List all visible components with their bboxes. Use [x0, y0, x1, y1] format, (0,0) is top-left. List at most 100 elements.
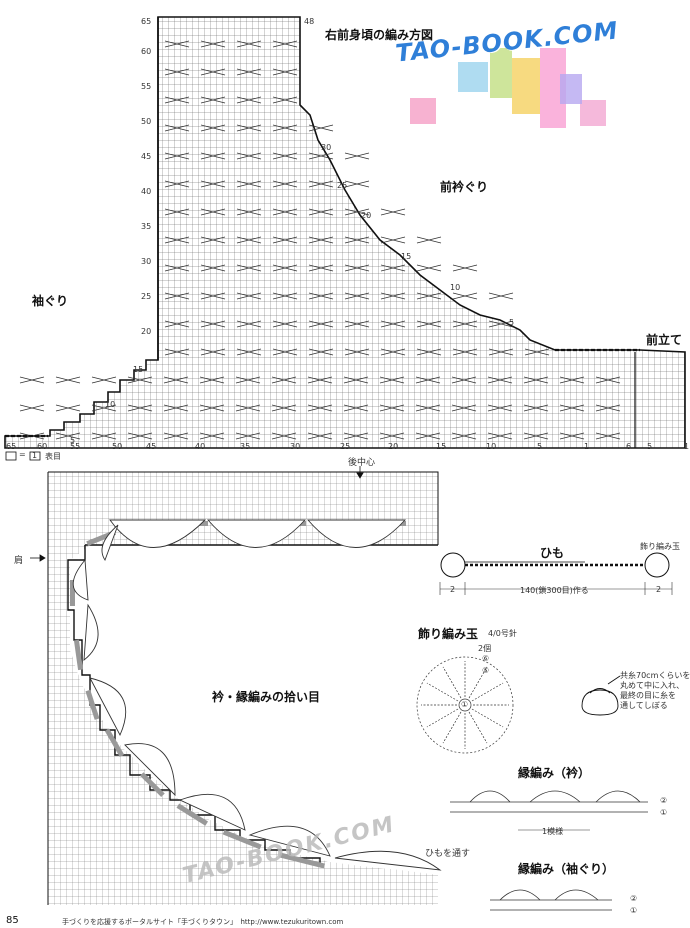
legend-symbol: 1	[32, 451, 38, 460]
stitch-num-8: 25	[340, 442, 351, 451]
row-num-left-8: 25	[141, 292, 152, 301]
cable-cross-mark	[200, 40, 226, 48]
edging-armhole-row2: ②	[630, 894, 638, 903]
ornament-note-4: 通してしぼる	[620, 701, 668, 710]
cable-cross-mark	[344, 180, 370, 188]
cable-cross-mark	[164, 68, 190, 76]
cable-cross-mark	[200, 68, 226, 76]
neckline-label: 前衿ぐり	[440, 180, 489, 194]
cable-cross-mark	[452, 292, 478, 300]
cable-cross-mark	[164, 236, 190, 244]
cable-cross-mark	[127, 404, 153, 412]
cable-cross-mark	[164, 40, 190, 48]
cable-cross-mark	[523, 404, 549, 412]
cable-cross-mark	[308, 124, 334, 132]
stitch-num-0: 65	[6, 442, 17, 451]
cable-cross-mark	[344, 264, 370, 272]
cable-cross-mark	[200, 180, 226, 188]
himo-dim-right: 2	[656, 585, 662, 594]
cable-cross-mark	[164, 208, 190, 216]
cable-cross-mark	[235, 376, 261, 384]
row-num-right-6: 5	[509, 318, 515, 327]
cable-cross-mark	[307, 432, 333, 440]
page-number: 85	[6, 915, 19, 926]
stitch-num-9: 20	[388, 442, 399, 451]
cable-cross-mark	[344, 320, 370, 328]
cable-cross-mark	[272, 348, 298, 356]
cable-cross-mark	[272, 96, 298, 104]
watermark-logo	[410, 48, 606, 128]
cable-cross-mark	[559, 404, 585, 412]
himo-diagram	[439, 552, 673, 595]
row-num-left-0: 65	[141, 17, 152, 26]
cable-cross-mark	[308, 180, 334, 188]
cable-cross-mark	[595, 404, 621, 412]
cable-cross-mark	[199, 432, 225, 440]
footer-text: 手づくりを応援するポータルサイト「手づくりタウン」 http://www.tez…	[62, 918, 344, 926]
cable-cross-mark	[200, 236, 226, 244]
cable-cross-mark	[343, 376, 369, 384]
cable-cross-mark	[55, 432, 81, 440]
ornament-round-1: ①	[461, 700, 469, 709]
cable-cross-mark	[164, 320, 190, 328]
cable-cross-mark	[127, 376, 153, 384]
ball-spoke-line	[442, 711, 462, 744]
cable-cross-mark	[200, 124, 226, 132]
cable-cross-mark	[344, 292, 370, 300]
stitch-num-13: 1	[584, 442, 590, 451]
legend-text: 表目	[45, 452, 61, 461]
cable-cross-mark	[307, 376, 333, 384]
ball-spoke-line	[471, 682, 504, 702]
cable-cross-mark	[559, 376, 585, 384]
ornament-note-2: 丸めて中に入れ、	[620, 681, 685, 690]
stitch-num-11: 10	[486, 442, 497, 451]
cable-cross-mark	[91, 432, 117, 440]
cable-cross-mark	[344, 236, 370, 244]
cable-cross-mark	[164, 152, 190, 160]
row-num-left-7: 30	[141, 257, 152, 266]
cable-cross-mark	[200, 320, 226, 328]
cable-cross-mark	[308, 152, 334, 160]
cable-cross-mark	[236, 320, 262, 328]
himo-ornament-label: 飾り編み玉	[640, 542, 680, 551]
cable-cross-mark	[272, 152, 298, 160]
row-num-right-4: 15	[401, 252, 412, 261]
stitch-num-5: 40	[195, 442, 206, 451]
cable-cross-mark	[595, 432, 621, 440]
cable-cross-mark	[344, 348, 370, 356]
cable-cross-mark	[271, 432, 297, 440]
cable-cross-mark	[164, 180, 190, 188]
cable-cross-mark	[164, 348, 190, 356]
cable-cross-mark	[416, 320, 442, 328]
cable-cross-mark	[415, 376, 441, 384]
cable-cross-mark	[451, 432, 477, 440]
himo-title: ひも	[540, 546, 565, 560]
row-num-right-2: 25	[337, 181, 348, 190]
cable-cross-mark	[452, 348, 478, 356]
cable-cross-mark	[488, 292, 514, 300]
cable-cross-mark	[272, 264, 298, 272]
cable-cross-mark	[236, 264, 262, 272]
cable-cross-mark	[19, 376, 45, 384]
row-num-left-1: 60	[141, 47, 152, 56]
edging-armhole-row1: ①	[630, 906, 638, 915]
cable-cross-mark	[487, 376, 513, 384]
cable-cross-mark	[380, 208, 406, 216]
top-chart-title: 右前身頃の編み方図	[325, 28, 434, 42]
cable-stitch-rows	[19, 40, 621, 440]
row-num-left-4: 45	[141, 152, 152, 161]
stitch-num-3: 50	[112, 442, 123, 451]
cable-cross-mark	[200, 152, 226, 160]
cable-cross-mark	[272, 320, 298, 328]
cable-cross-mark	[451, 376, 477, 384]
cable-cross-mark	[272, 68, 298, 76]
cable-cross-mark	[164, 124, 190, 132]
cable-cross-mark	[236, 40, 262, 48]
ball-spoke-line	[426, 682, 459, 702]
cable-cross-mark	[380, 348, 406, 356]
cable-cross-mark	[236, 124, 262, 132]
cable-cross-mark	[308, 292, 334, 300]
cable-cross-mark	[523, 432, 549, 440]
front-band-label: 前立て	[646, 333, 683, 347]
cable-cross-mark	[236, 348, 262, 356]
